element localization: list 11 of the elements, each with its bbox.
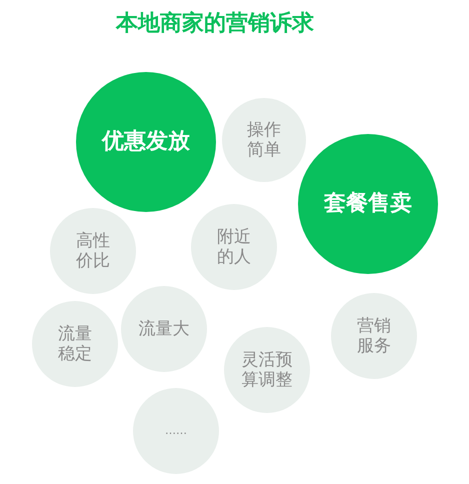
bubble-label: …… [165, 424, 187, 438]
bubble-label: 附近的人 [216, 227, 252, 267]
title: 本地商家的营销诉求 [116, 10, 314, 38]
bubble-label: 流量大 [138, 319, 190, 339]
bubble-label: 高性价比 [74, 231, 111, 271]
bubble-label: 灵活预算调整 [240, 350, 294, 390]
bubble-label: 优惠发放 [102, 129, 190, 155]
bubble-label: 流量稳定 [56, 324, 93, 364]
bubble-label: 营销服务 [356, 316, 392, 356]
bubble-label: 套餐售卖 [324, 191, 412, 217]
bubble-label: 操作简单 [246, 120, 282, 160]
